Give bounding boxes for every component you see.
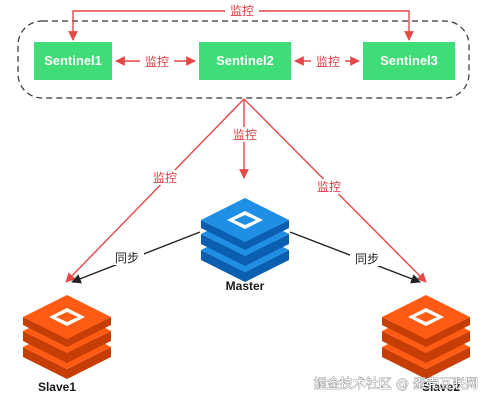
sync-right-label: 同步 (355, 252, 379, 266)
monitor-2-3-label: 监控 (316, 55, 340, 69)
slave2-label: Slave2 (422, 380, 460, 394)
sentinel1-box (34, 42, 112, 80)
monitor-slave1-arrow (65, 98, 245, 283)
master-redis-icon (201, 198, 289, 282)
monitor-center-label: 监控 (233, 128, 257, 142)
watermark-text: 掘金技术社区 @ 蛋壳互联网 (314, 376, 478, 392)
sentinel2-label: Sentinel2 (216, 53, 274, 68)
monitor-right-label: 监控 (317, 180, 341, 194)
monitor-1-2-label: 监控 (145, 55, 169, 69)
sync-left-label: 同步 (115, 251, 139, 265)
monitor-left-label: 监控 (153, 171, 177, 185)
slave1-label: Slave1 (38, 380, 76, 394)
slave1-redis-icon (23, 295, 111, 379)
sentinel-group-boundary (17, 20, 470, 99)
sentinel2-box (199, 42, 291, 80)
sentinel3-box (363, 42, 455, 80)
slave2-redis-icon (382, 295, 470, 379)
master-label: Master (226, 279, 265, 293)
monitor-top-label: 监控 (230, 4, 254, 18)
sentinel3-label: Sentinel3 (380, 53, 438, 68)
sentinel1-label: Sentinel1 (44, 53, 102, 68)
